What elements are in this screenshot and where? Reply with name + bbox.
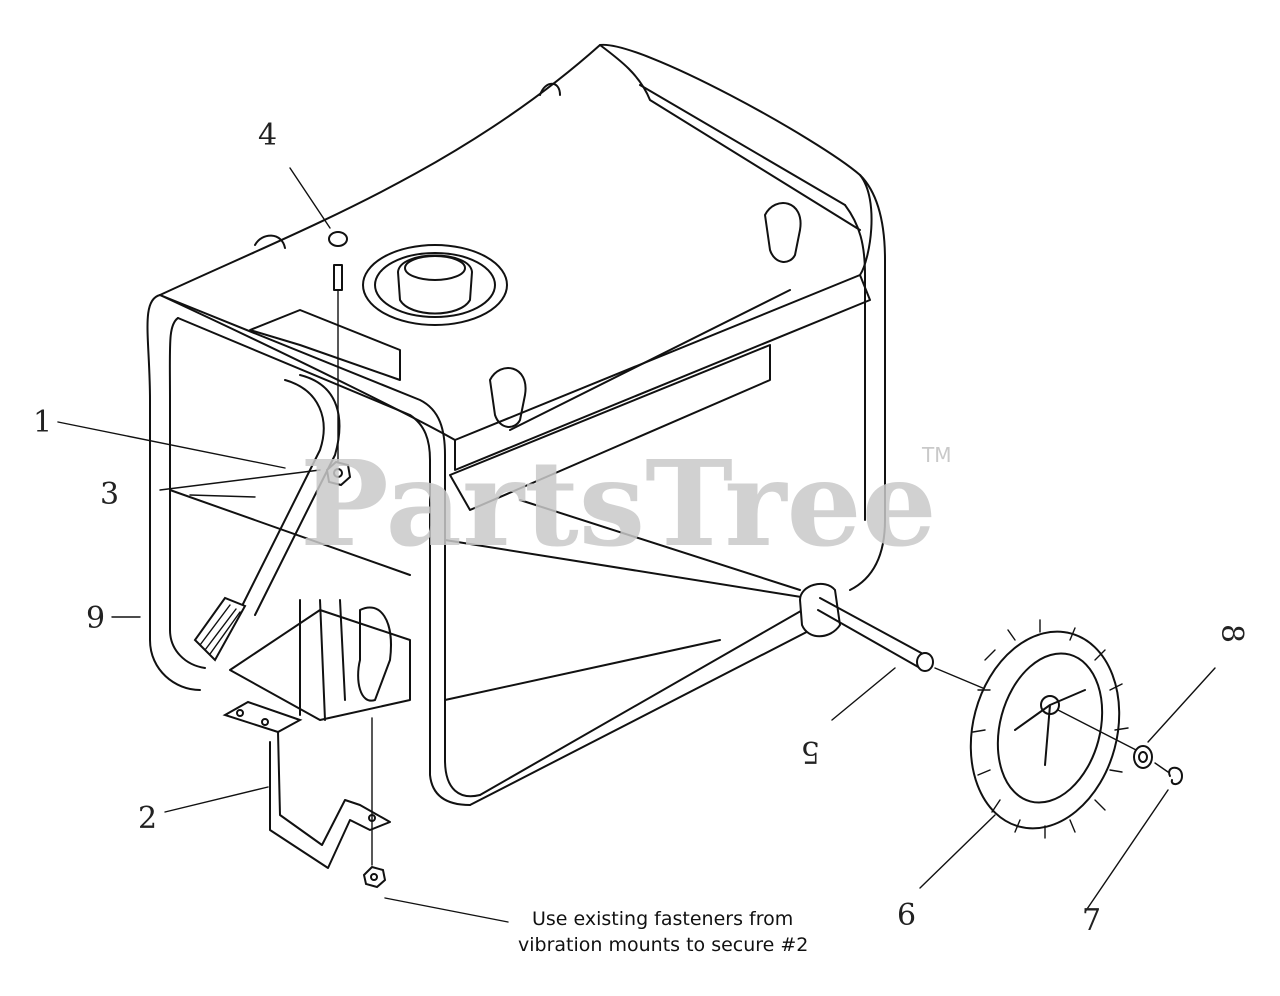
- note-line-2: vibration mounts to secure #2: [518, 934, 808, 956]
- callout-5: 5: [801, 734, 820, 769]
- part-2-bracket: [222, 700, 391, 869]
- watermark-trademark: TM: [921, 443, 951, 467]
- mount-nut: [362, 865, 387, 889]
- note-line-1: Use existing fasteners from: [532, 908, 793, 930]
- tank-brackets: [489, 202, 802, 431]
- part-3-nut: [325, 460, 352, 487]
- fuel-tank: [159, 43, 873, 471]
- callout-6: 6: [897, 898, 916, 933]
- frame: [146, 174, 886, 806]
- callout-8: 8: [1214, 624, 1249, 643]
- watermark-text: PartsTree: [300, 434, 937, 573]
- engine-block: [229, 309, 771, 721]
- callout-7: 7: [1082, 903, 1101, 938]
- fuel-cap: [362, 244, 508, 326]
- callout-9: 9: [86, 601, 105, 636]
- part-4-bolt: [328, 231, 348, 466]
- part-8-washer: [1133, 745, 1153, 769]
- callout-4: 4: [258, 118, 277, 153]
- leader-lines: [57, 167, 1216, 923]
- callout-1: 1: [33, 405, 52, 440]
- callout-3: 3: [100, 477, 119, 512]
- part-6-wheel: [969, 619, 1141, 839]
- part-7-clip: [1154, 762, 1183, 786]
- callout-2: 2: [138, 801, 157, 836]
